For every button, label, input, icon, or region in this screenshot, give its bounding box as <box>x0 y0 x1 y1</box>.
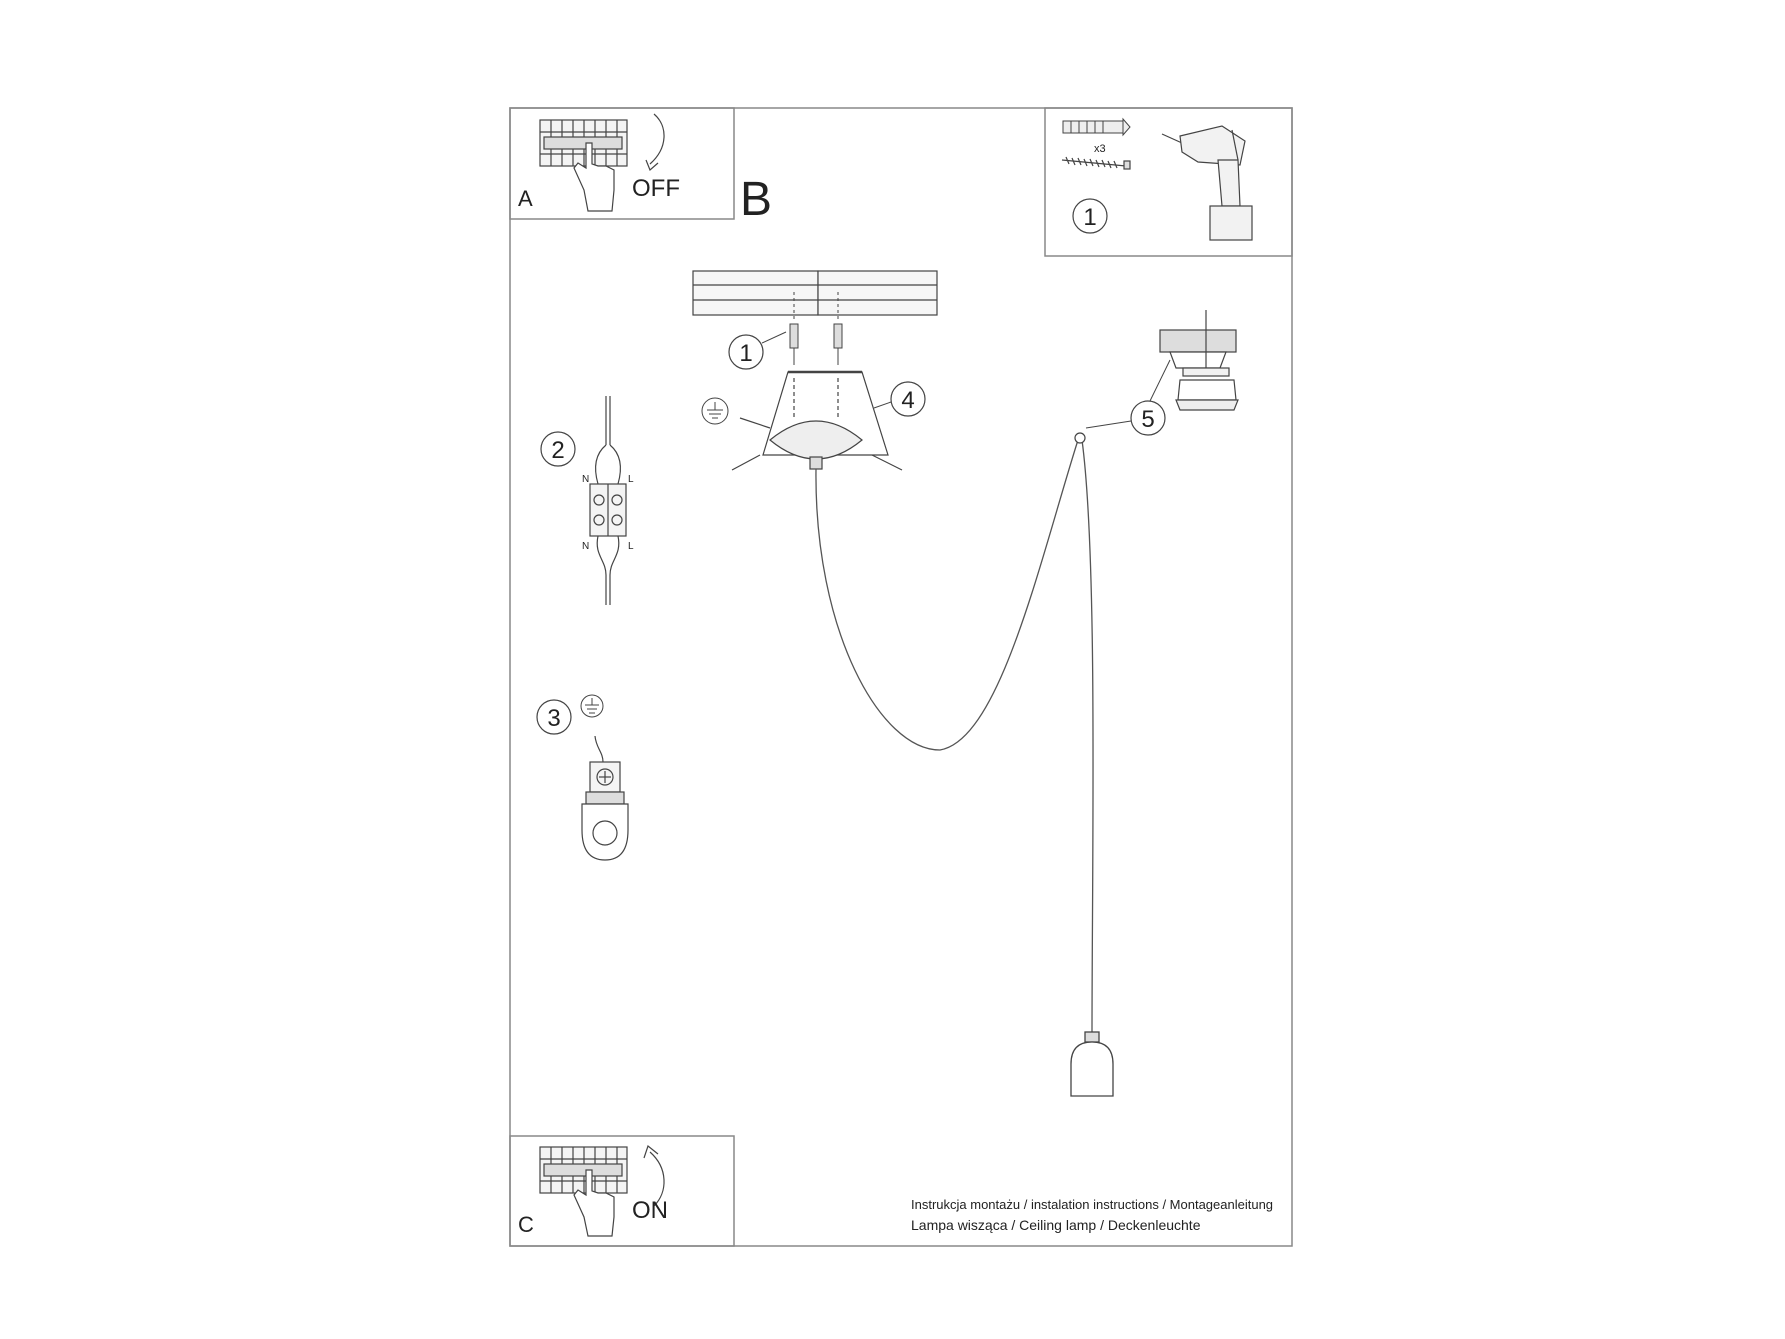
step-2-number: 2 <box>551 437 564 464</box>
arrow-up-icon <box>643 1144 665 1207</box>
screw-icon <box>1061 156 1131 170</box>
step-3-circle <box>536 699 572 735</box>
pendant-cable <box>815 439 1079 751</box>
wiring-terminal-block <box>589 396 627 605</box>
step-2-circle <box>540 431 576 467</box>
footer-instructions-title: Instrukcja montażu / instalation instruc… <box>911 1197 1273 1212</box>
switch-off-label: OFF <box>632 175 680 202</box>
arrow-down-icon <box>645 113 665 172</box>
neutral-label-top: N <box>582 474 589 485</box>
panel-c: C ON <box>509 1135 735 1247</box>
switch-on-label: ON <box>632 1197 668 1224</box>
ground-symbol-icon <box>701 397 729 425</box>
quantity-label: x3 <box>1094 143 1106 155</box>
mounting-screws <box>789 292 843 365</box>
step-5-circle <box>1130 400 1166 436</box>
tools-panel-frame <box>1044 107 1293 257</box>
panel-a-letter: A <box>518 186 533 211</box>
ceiling-hook-detail <box>1159 310 1239 411</box>
step-5-number: 5 <box>1141 406 1154 433</box>
hand-icon-on <box>573 1169 615 1237</box>
tools-panel: x3 1 <box>1044 107 1293 257</box>
sheet-frame <box>509 107 1293 1247</box>
step-4-circle <box>890 381 926 417</box>
ground-symbol-icon-step-3 <box>580 694 604 718</box>
tools-step-circle <box>1072 198 1108 234</box>
panel-c-letter: C <box>518 1212 534 1237</box>
pendant-drop-cable <box>1081 439 1094 1036</box>
panel-a: A OFF <box>509 107 735 220</box>
ceiling-beam <box>692 270 938 316</box>
panel-c-frame <box>509 1135 735 1247</box>
step-1-number: 1 <box>739 340 752 367</box>
panel-a-frame <box>509 107 735 220</box>
step-1-circle <box>728 334 764 370</box>
live-label-top: L <box>628 474 634 485</box>
step-4-number: 4 <box>901 387 914 414</box>
canopy <box>731 370 903 471</box>
neutral-label-bottom: N <box>582 541 589 552</box>
footer-product-title: Lampa wisząca / Ceiling lamp / Deckenleu… <box>911 1217 1201 1233</box>
tools-step-number: 1 <box>1083 204 1096 231</box>
drill-icon <box>1161 125 1253 241</box>
breaker-box-icon-on <box>539 1146 628 1194</box>
panel-b-letter: B <box>740 173 772 226</box>
wall-plug-icon <box>1062 117 1131 137</box>
hand-icon <box>573 142 615 212</box>
cable-hook <box>1074 432 1086 444</box>
pendant-lamp <box>1070 1031 1114 1097</box>
ground-terminal <box>581 735 629 861</box>
step-3-number: 3 <box>547 705 560 732</box>
breaker-box-icon <box>539 119 628 167</box>
live-label-bottom: L <box>628 541 634 552</box>
